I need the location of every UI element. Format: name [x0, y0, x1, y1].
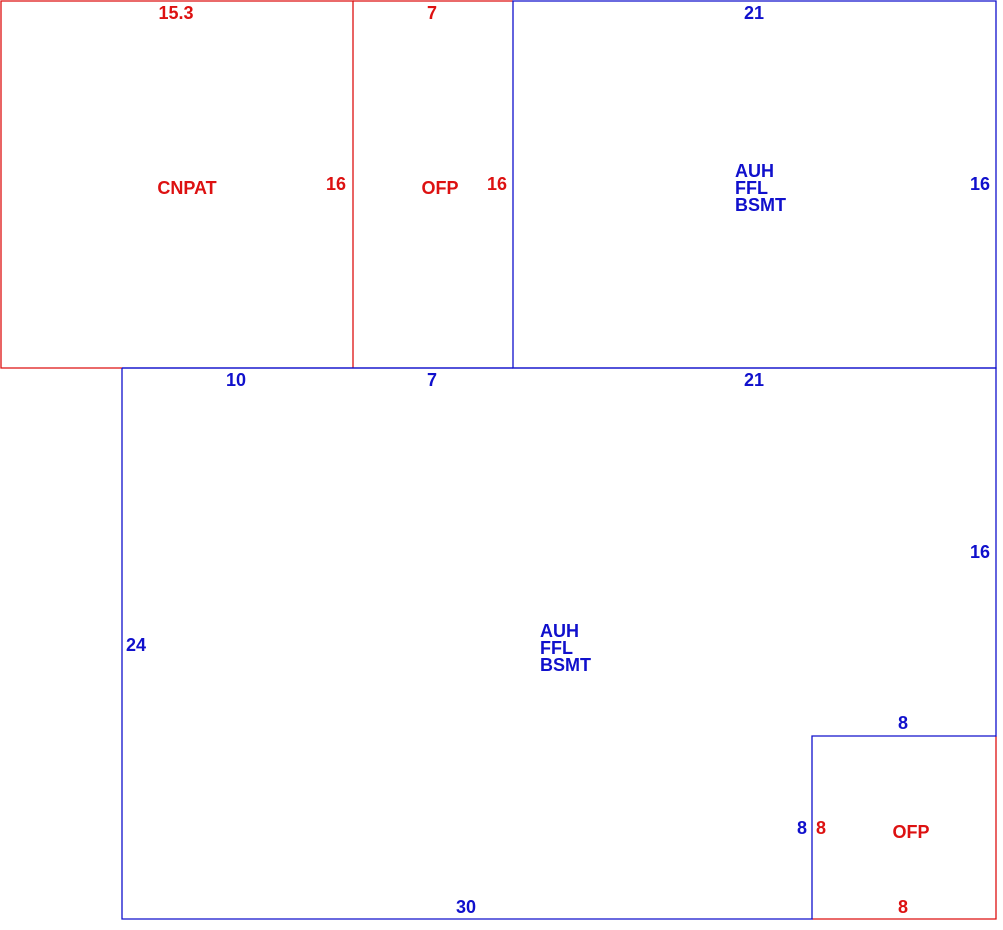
- cnpat-label: CNPAT: [157, 178, 216, 198]
- dim-notch-top: 8: [898, 713, 908, 733]
- auh-main-label-1: AUH: [540, 621, 579, 641]
- ofp-bottom-label: OFP: [892, 822, 929, 842]
- dim-main-top-right: 21: [744, 370, 764, 390]
- dim-notch-left: 8: [797, 818, 807, 838]
- dim-ofp-top-top: 7: [427, 3, 437, 23]
- dim-cnpat-right: 16: [326, 174, 346, 194]
- auh-main-label-3: BSMT: [540, 655, 591, 675]
- blue-outlines: [121, 0, 997, 920]
- dim-main-bottom: 30: [456, 897, 476, 917]
- dim-cnpat-top: 15.3: [158, 3, 193, 23]
- auh-top-label-1: AUH: [735, 161, 774, 181]
- dim-main-top-left: 10: [226, 370, 246, 390]
- dim-auh-top-top: 21: [744, 3, 764, 23]
- ofp-top-label: OFP: [421, 178, 458, 198]
- auh-main-outline: [121, 367, 997, 920]
- dim-auh-top-right: 16: [970, 174, 990, 194]
- dim-main-left: 24: [126, 635, 146, 655]
- dim-ofp-bottom-left: 8: [816, 818, 826, 838]
- dim-ofp-top-right: 16: [487, 174, 507, 194]
- auh-main-label-2: FFL: [540, 638, 573, 658]
- auh-top-label-2: FFL: [735, 178, 768, 198]
- ofp-bottom-outline: [812, 736, 997, 920]
- dim-main-top-mid: 7: [427, 370, 437, 390]
- auh-top-label-3: BSMT: [735, 195, 786, 215]
- dim-main-right: 16: [970, 542, 990, 562]
- dim-ofp-bottom-bottom: 8: [898, 897, 908, 917]
- cnpat-outline: [0, 0, 354, 369]
